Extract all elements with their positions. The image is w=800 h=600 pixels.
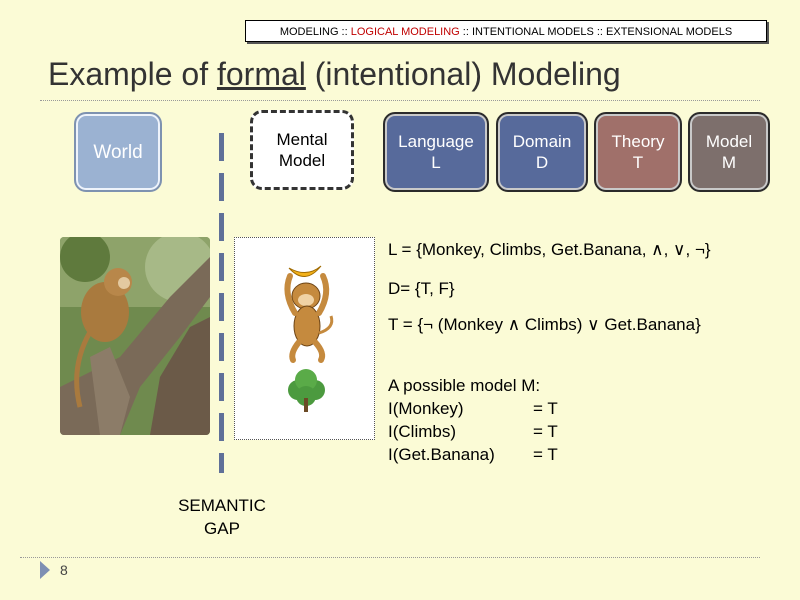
model-row: I(Monkey) = T <box>388 397 558 420</box>
semantic-gap-label: SEMANTIC GAP <box>162 494 282 540</box>
mental-model-label-2: Model <box>278 151 326 170</box>
breadcrumb-logical-modeling[interactable]: LOGICAL MODELING <box>350 26 460 38</box>
model-row-value: = T <box>533 445 558 464</box>
slide-arrow-icon <box>40 561 50 579</box>
title-prefix: Example of <box>48 56 217 92</box>
mental-model-image-frame <box>234 237 375 440</box>
world-box: World <box>74 112 162 192</box>
title-divider <box>40 100 760 101</box>
theory-label: Theory <box>611 132 665 151</box>
language-definition: L = {Monkey, Climbs, Get.Banana, ∧, ∨, ¬… <box>388 240 711 259</box>
model-row-key: I(Climbs) <box>388 422 456 441</box>
theory-definition: T = {¬ (Monkey ∧ Climbs) ∨ Get.Banana} <box>388 315 701 334</box>
model-row-value: = T <box>533 422 558 441</box>
page-title: Example of formal (intentional) Modeling <box>48 56 621 93</box>
possible-model-heading: A possible model M: <box>388 376 541 395</box>
domain-definition: D= {T, F} <box>388 279 455 298</box>
domain-label: Domain <box>512 132 572 151</box>
model-row-key: I(Get.Banana) <box>388 445 495 464</box>
title-underlined: formal <box>216 56 306 92</box>
theory-symbol: T <box>632 153 644 172</box>
title-suffix: (intentional) Modeling <box>305 56 621 92</box>
mental-model-label-1: Mental <box>276 130 328 149</box>
breadcrumb-rest[interactable]: :: INTENTIONAL MODELS :: EXTENSIONAL MOD… <box>459 26 733 38</box>
footer-divider <box>20 557 760 558</box>
model-row: I(Get.Banana) = T <box>388 443 558 466</box>
model-label: Model <box>705 132 753 151</box>
language-label: Language <box>398 132 474 151</box>
breadcrumb: MODELING :: LOGICAL MODELING :: INTENTIO… <box>245 20 767 42</box>
model-row-value: = T <box>533 399 558 418</box>
breadcrumb-modeling[interactable]: MODELING :: <box>279 26 351 38</box>
possible-model-block: A possible model M: I(Monkey) = T I(Climb… <box>388 374 558 466</box>
slide-number: 8 <box>60 562 68 578</box>
model-row-key: I(Monkey) <box>388 399 464 418</box>
language-symbol: L <box>431 153 441 172</box>
world-label: World <box>93 141 143 163</box>
model-symbol: M <box>721 153 737 172</box>
model-row: I(Climbs) = T <box>388 420 558 443</box>
semantic-gap-line2: GAP <box>204 519 240 538</box>
semantic-gap-line <box>219 133 224 473</box>
monkey-banana-drawing <box>284 265 334 412</box>
domain-symbol: D <box>535 153 549 172</box>
semantic-gap-line1: SEMANTIC <box>178 496 266 515</box>
monkey-photo <box>60 237 210 435</box>
